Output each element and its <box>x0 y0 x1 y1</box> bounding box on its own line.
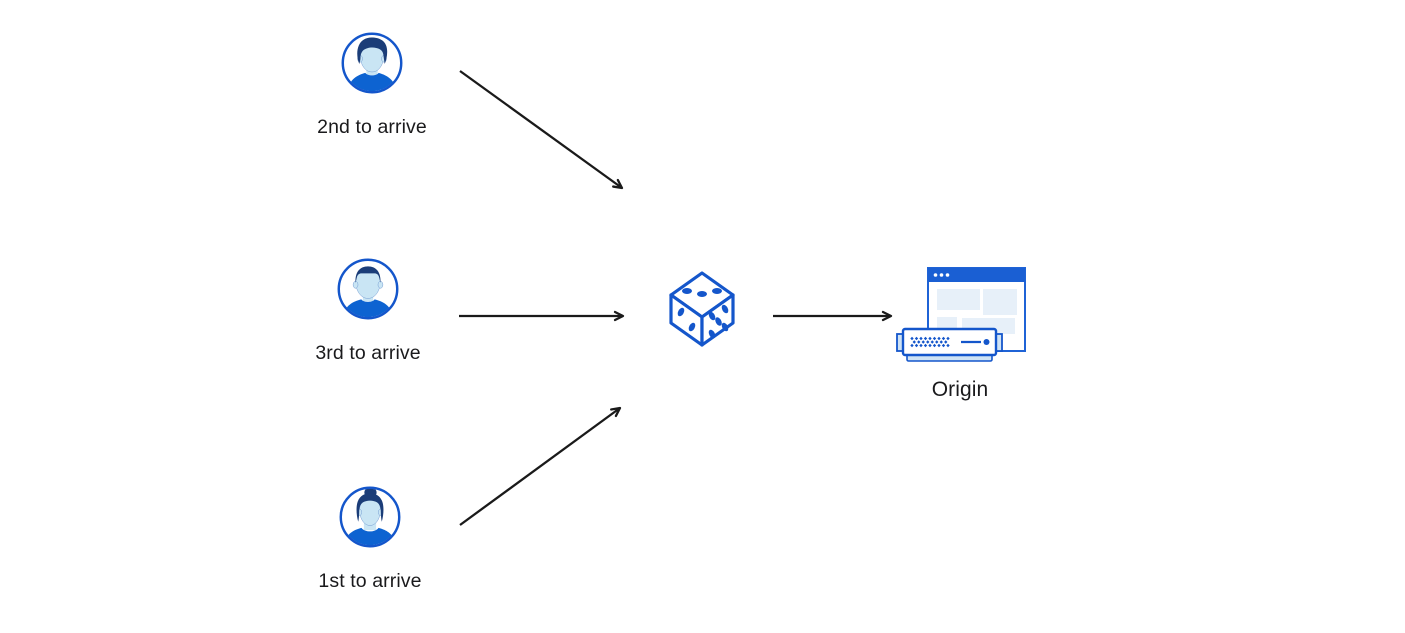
node-third-user: 3rd to arrive <box>315 256 421 364</box>
node-random-selector <box>668 270 736 348</box>
first-user-label: 1st to arrive <box>318 570 422 592</box>
node-first-user: 1st to arrive <box>318 484 421 592</box>
dice-icon <box>669 271 735 347</box>
node-second-user: 2nd to arrive <box>317 30 427 138</box>
user-avatar-male-short-hair-icon <box>337 258 399 320</box>
origin-label: Origin <box>931 378 989 401</box>
server-icon <box>896 327 1003 362</box>
user-avatar-female-bun-icon <box>339 486 401 548</box>
second-user-label: 2nd to arrive <box>317 116 427 138</box>
arrow-second-user-to-dice <box>459 70 624 190</box>
arrow-first-user-to-dice <box>459 406 622 526</box>
node-origin-server: Origin <box>893 258 1028 401</box>
user-avatar-male-swoop-hair-icon <box>341 32 403 94</box>
third-user-label: 3rd to arrive <box>315 342 421 364</box>
origin-server-browser-icon <box>896 267 1026 362</box>
